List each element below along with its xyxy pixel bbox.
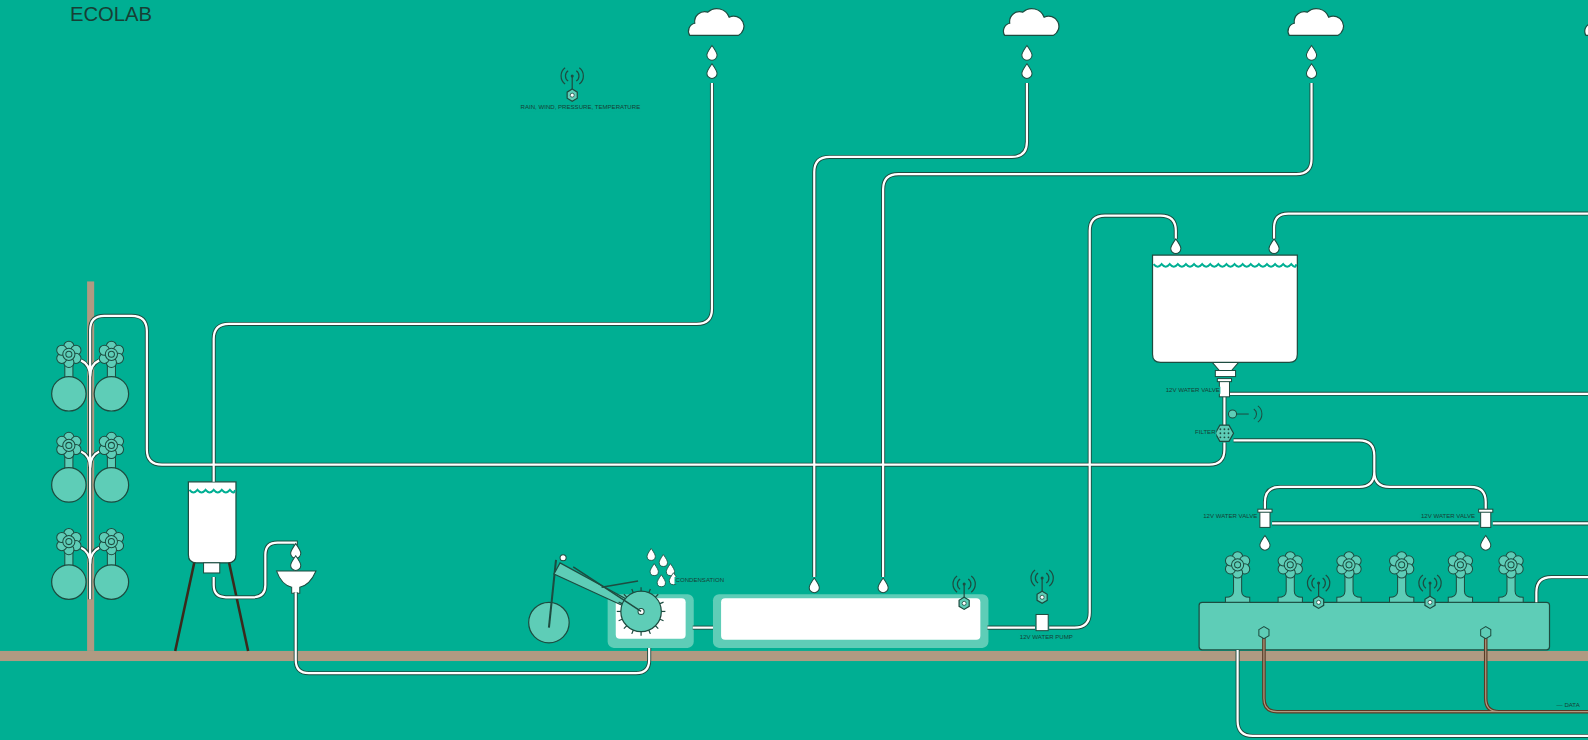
- diagram-title: ECOLAB: [69, 3, 153, 25]
- part-label: 12V WATER PUMP: [1019, 634, 1074, 641]
- part-label: 12V WATER VALVE: [1420, 513, 1476, 520]
- part-label: 12V WATER VALVE: [1202, 513, 1258, 520]
- part-label: — DATA: [1556, 702, 1581, 709]
- part-label: CONDENSATION: [674, 577, 725, 584]
- part-label: FILTER: [1194, 429, 1217, 436]
- part-label: RAIN, WIND, PRESSURE, TEMPERATURE: [520, 104, 642, 111]
- part-label: 12V WATER VALVE: [1165, 387, 1221, 394]
